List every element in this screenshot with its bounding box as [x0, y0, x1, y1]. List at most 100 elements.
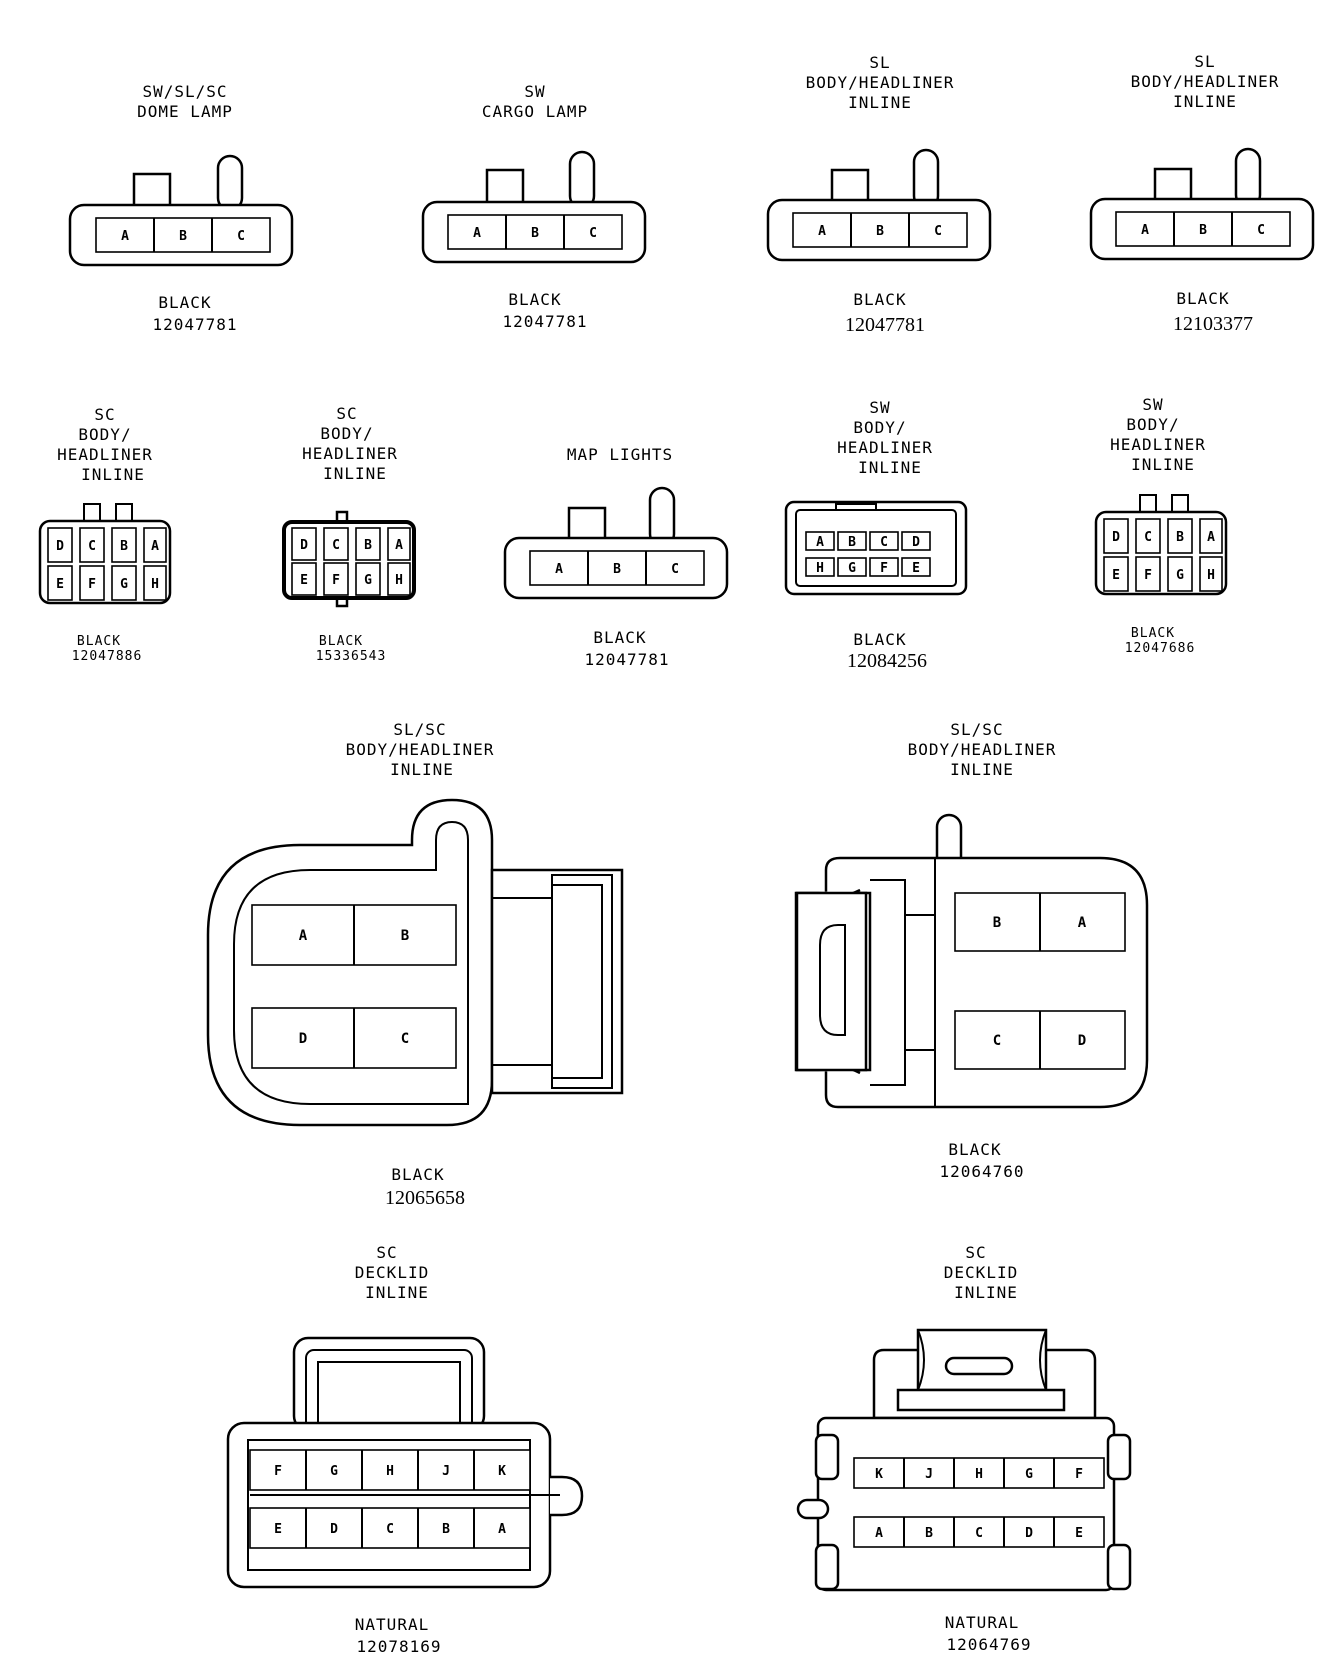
- pin-label: B: [613, 562, 621, 577]
- pin-label: E: [300, 573, 308, 588]
- connector-part-number: 12047781: [845, 314, 925, 336]
- pin-label: C: [332, 538, 340, 553]
- connector-title-line: SC: [965, 1243, 986, 1262]
- connector-title-line: INLINE: [950, 760, 1014, 779]
- connector-latch: [83, 503, 133, 522]
- connector-title-line: INLINE: [1173, 92, 1237, 111]
- pin-label: J: [925, 1467, 933, 1482]
- connector-color: BLACK: [1131, 626, 1175, 641]
- connector-color: BLACK: [1176, 289, 1229, 308]
- connector-sc-headliner-8pin-b: SC BODY/ HEADLINER INLINE D C B A E F G …: [282, 404, 416, 664]
- connector-title-line: BODY/HEADLINER: [908, 740, 1057, 759]
- connector-title-line: SC: [94, 405, 115, 424]
- pin-label: A: [1078, 915, 1087, 931]
- connector-sl-headliner-inline-b: SL BODY/HEADLINER INLINE A B C BLACK 121…: [1089, 52, 1315, 335]
- connector-title-line: BODY/: [78, 425, 131, 444]
- pin-block: [447, 214, 623, 250]
- connector-title-line: MAP LIGHTS: [567, 445, 673, 464]
- connector-title-line: BODY/: [853, 418, 906, 437]
- pin-label: G: [364, 573, 372, 588]
- connector-color: BLACK: [593, 628, 646, 647]
- pin-label: C: [993, 1033, 1001, 1049]
- connector-key: [550, 1475, 584, 1517]
- connector-part-number: 12064760: [939, 1162, 1024, 1181]
- connector-part-number: 12065658: [385, 1187, 465, 1209]
- connector-title-line: SW: [1142, 395, 1163, 414]
- pin-label: H: [1207, 568, 1215, 583]
- pin-label: E: [912, 561, 920, 576]
- pin-label: A: [299, 928, 308, 944]
- connector-title-line: DECKLID: [944, 1263, 1018, 1282]
- connector-color: NATURAL: [355, 1615, 429, 1634]
- pin-label: C: [1144, 530, 1152, 545]
- pin-label: A: [816, 535, 824, 550]
- pin-label: C: [934, 224, 942, 239]
- pin-label: D: [1112, 530, 1120, 545]
- connector-cargo-lamp: SW CARGO LAMP A B C BLACK 12047781: [421, 82, 647, 331]
- pin-label: J: [442, 1464, 450, 1479]
- connector-title-line: BODY/: [320, 424, 373, 443]
- connector-dome-lamp: SW/SL/SC DOME LAMP A B C BLACK 12047781: [68, 82, 294, 334]
- connector-color: BLACK: [948, 1140, 1001, 1159]
- connector-title-line: SC: [376, 1243, 397, 1262]
- connector-sw-headliner-8pin: SW BODY/ HEADLINER INLINE D C B A E F G …: [1094, 395, 1228, 656]
- connector-title-line: BODY/: [1126, 415, 1179, 434]
- pin-row: [249, 1507, 531, 1549]
- pin-label: A: [498, 1522, 506, 1537]
- connector-title-line: INLINE: [323, 464, 387, 483]
- pin-label: D: [1025, 1526, 1033, 1541]
- pin-label: D: [299, 1031, 307, 1047]
- pin-label: F: [274, 1464, 282, 1479]
- connector-part-number: 12084256: [847, 650, 927, 672]
- connector-key: [216, 154, 244, 212]
- pin-label: B: [531, 226, 539, 241]
- connector-title-line: SL/SC: [950, 720, 1003, 739]
- connector-color: BLACK: [508, 290, 561, 309]
- pin-block: [1115, 211, 1291, 247]
- connector-latch: [1139, 494, 1189, 513]
- pin-label: F: [88, 577, 96, 592]
- pin-label: D: [300, 538, 308, 553]
- connector-part-number: 12103377: [1173, 313, 1253, 335]
- pin-label: A: [473, 226, 481, 241]
- pin-label: A: [1141, 223, 1149, 238]
- pin-label: H: [151, 577, 159, 592]
- connector-color: BLACK: [77, 634, 121, 649]
- connector-part-number: 12047886: [72, 649, 143, 664]
- connector-title-line: INLINE: [81, 465, 145, 484]
- connector-title-line: SL: [1194, 52, 1215, 71]
- connector-housing: [816, 1416, 1116, 1592]
- connector-part-number: 12064769: [946, 1635, 1031, 1654]
- pin-label: C: [237, 229, 245, 244]
- connector-slsc-headliner-4pin-b: SL/SC BODY/HEADLINER INLINE B A C D BLAC…: [794, 720, 1149, 1181]
- connector-title-line: INLINE: [954, 1283, 1018, 1302]
- pin-label: F: [1075, 1467, 1083, 1482]
- pin-label: E: [56, 577, 64, 592]
- pin-label: C: [589, 226, 597, 241]
- connector-title-line: INLINE: [1131, 455, 1195, 474]
- pin-label: B: [925, 1526, 933, 1541]
- pin-row: [853, 1516, 1105, 1548]
- connector-sc-decklid-10pin-a: SC DECKLID INLINE F G H J K E D C B A NA…: [226, 1243, 584, 1656]
- connector-sl-headliner-inline-a: SL BODY/HEADLINER INLINE A B C BLACK 120…: [766, 53, 992, 336]
- connector-key: [796, 1498, 830, 1520]
- pin-row: [853, 1457, 1105, 1489]
- connector-title-line: SW: [869, 398, 890, 417]
- connector-title-line: BODY/HEADLINER: [346, 740, 495, 759]
- connector-title-line: DECKLID: [355, 1263, 429, 1282]
- pin-block: [792, 212, 968, 248]
- pin-label: F: [1144, 568, 1152, 583]
- pin-label: H: [816, 561, 824, 576]
- connector-title-line: BODY/HEADLINER: [1131, 72, 1280, 91]
- connector-housing: [226, 1421, 552, 1589]
- connector-lock-tab: [490, 868, 624, 1095]
- connector-title-line: HEADLINER: [302, 444, 398, 463]
- connector-color: BLACK: [391, 1165, 444, 1184]
- pin-label: B: [120, 539, 128, 554]
- pin-label: D: [912, 535, 920, 550]
- pin-label: A: [151, 539, 159, 554]
- connector-sc-headliner-8pin-a: SC BODY/ HEADLINER INLINE D C B A E F G …: [38, 405, 172, 664]
- pin-label: C: [975, 1526, 983, 1541]
- connector-latch: [292, 1336, 486, 1432]
